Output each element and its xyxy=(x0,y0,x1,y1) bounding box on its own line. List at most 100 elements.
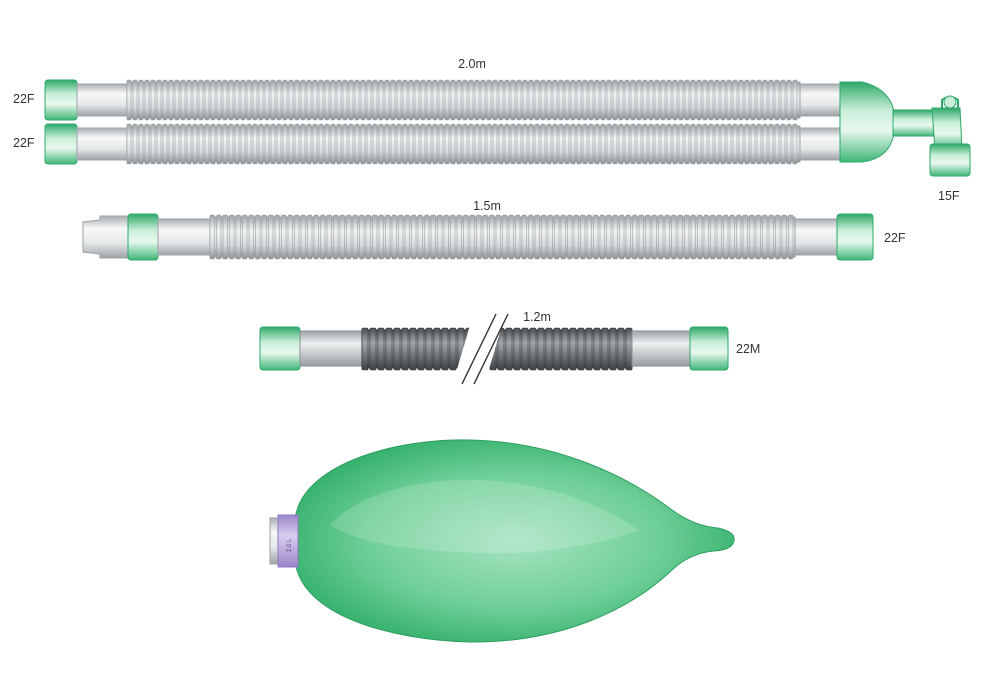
limb-1-5m-rib xyxy=(547,214,553,260)
bottom-limb-rib xyxy=(564,123,570,165)
bottom-limb-rib xyxy=(372,123,378,165)
top-limb-rib xyxy=(312,79,318,121)
top-limb-rib xyxy=(444,79,450,121)
top-limb-rib xyxy=(792,79,798,121)
limb-1-5m-rib xyxy=(489,214,495,260)
top-limb-rib xyxy=(282,79,288,121)
limb-1-5m-rib xyxy=(391,214,397,260)
bottom-limb-rib xyxy=(276,123,282,165)
bottom-limb-rib xyxy=(384,123,390,165)
reservoir-bag: 2.0 L xyxy=(269,439,735,643)
limb-1-2m-start-cuff xyxy=(259,326,301,371)
limb-1-5m-rib xyxy=(495,214,501,260)
bottom-limb-rib xyxy=(264,123,270,165)
bottom-limb-end-sleeve xyxy=(799,127,841,161)
top-limb-rib xyxy=(252,79,258,121)
top-limb-green-cuff xyxy=(44,79,78,121)
top-limb-rib xyxy=(366,79,372,121)
limb-1-5m-port-label: 22F xyxy=(884,231,906,245)
top-limb-rib xyxy=(774,79,780,121)
top-limb-rib xyxy=(174,79,180,121)
bottom-limb-green-cuff xyxy=(44,123,78,165)
bottom-limb-rib xyxy=(348,123,354,165)
limb-1-5m-rib xyxy=(632,214,638,260)
top-limb-rib xyxy=(150,79,156,121)
top-limb-rib xyxy=(534,79,540,121)
limb-1-2m-left-rib xyxy=(369,327,377,371)
limb-1-5m-start-cuff xyxy=(127,213,159,261)
top-limb-rib xyxy=(264,79,270,121)
top-limb-rib xyxy=(690,79,696,121)
top-limb-rib xyxy=(306,79,312,121)
bottom-limb-rib xyxy=(546,123,552,165)
bottom-limb-rib xyxy=(768,123,774,165)
limb-1-5m-rib xyxy=(638,214,644,260)
top-limb-rib xyxy=(678,79,684,121)
bottom-limb-rib xyxy=(702,123,708,165)
limb-1-5m-rib xyxy=(755,214,761,260)
top-limb-rib xyxy=(516,79,522,121)
elbow-cap xyxy=(943,95,957,109)
limb-1-5m-rib xyxy=(287,214,293,260)
top-limb-rib xyxy=(216,79,222,121)
limb-1-2m-length-label: 1.2m xyxy=(523,310,551,324)
limb-1-5m-rib xyxy=(690,214,696,260)
bottom-limb-rib xyxy=(732,123,738,165)
top-limb-rib xyxy=(162,79,168,121)
top-limb-rib xyxy=(456,79,462,121)
top-limb-rib xyxy=(192,79,198,121)
top-limb-rib xyxy=(402,79,408,121)
limb-1-5m-rib xyxy=(463,214,469,260)
bottom-limb-rib xyxy=(696,123,702,165)
bottom-limb-rib xyxy=(456,123,462,165)
bottom-limb-rib xyxy=(648,123,654,165)
bottom-limb-rib xyxy=(138,123,144,165)
bottom-limb-rib xyxy=(252,123,258,165)
limb-1-5m-rib xyxy=(723,214,729,260)
top-limb-rib xyxy=(744,79,750,121)
limb-1-5m-rib xyxy=(281,214,287,260)
limb-1-2m-left-rib xyxy=(401,327,409,371)
top-limb-rib xyxy=(570,79,576,121)
top-limb-rib xyxy=(768,79,774,121)
top-limb-rib xyxy=(228,79,234,121)
bottom-limb-rib xyxy=(330,123,336,165)
bottom-limb-rib xyxy=(594,123,600,165)
bottom-limb-rib xyxy=(336,123,342,165)
limb-1-2m-right-rib xyxy=(617,327,625,371)
bottom-limb-rib xyxy=(684,123,690,165)
limb-1-5m-rib xyxy=(417,214,423,260)
bottom-limb-rib xyxy=(486,123,492,165)
limb-1-2m-right-rib xyxy=(545,327,553,371)
bottom-limb-rib xyxy=(690,123,696,165)
limb-1-5m-length-label: 1.5m xyxy=(473,199,501,213)
bottom-limb-rib xyxy=(516,123,522,165)
top-limb-rib xyxy=(672,79,678,121)
limb-1-5m-rib xyxy=(762,214,768,260)
limb-1-5m-rib xyxy=(437,214,443,260)
bottom-limb-rib xyxy=(606,123,612,165)
bottom-limb-rib xyxy=(216,123,222,165)
top-limb-rib xyxy=(726,79,732,121)
limb-1-5m-rib xyxy=(398,214,404,260)
limb-1-5m-rib xyxy=(554,214,560,260)
bottom-limb-rib xyxy=(156,123,162,165)
limb-1-2m-left-rib xyxy=(449,327,457,371)
limb-1-5m-rib xyxy=(768,214,774,260)
bottom-limb-rib xyxy=(222,123,228,165)
limb-1-5m-rib xyxy=(671,214,677,260)
top-limb-rib xyxy=(654,79,660,121)
bottom-limb-rib xyxy=(318,123,324,165)
limb-1-5m-rib xyxy=(268,214,274,260)
top-limb-rib xyxy=(600,79,606,121)
limb-1-5m-rib xyxy=(619,214,625,260)
limb-1-5m-corrugation xyxy=(209,214,796,260)
bottom-limb-rib xyxy=(126,123,132,165)
top-limb-rib xyxy=(258,79,264,121)
bottom-limb-rib xyxy=(192,123,198,165)
limb-1-5m-rib xyxy=(469,214,475,260)
bottom-limb-rib xyxy=(582,123,588,165)
limb-1-5m-rib xyxy=(229,214,235,260)
limb-1-5m-start-sleeve xyxy=(157,218,211,256)
limb-1-2m-right-rib xyxy=(537,327,545,371)
